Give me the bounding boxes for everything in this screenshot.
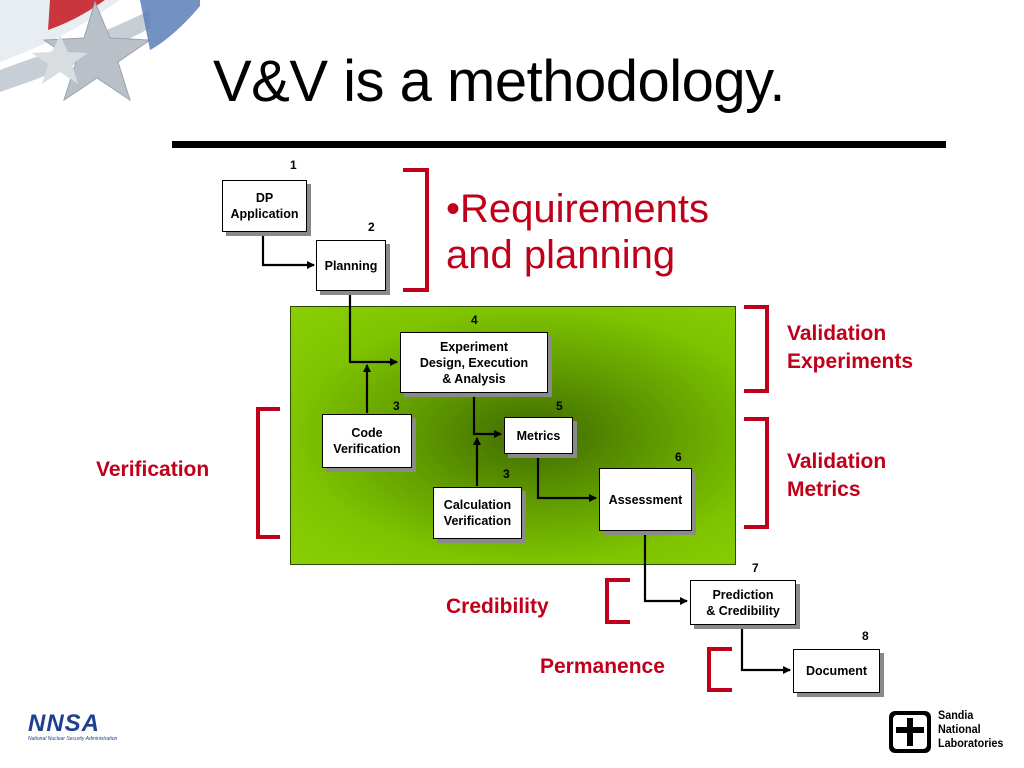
edge-metrics-assessment bbox=[536, 453, 597, 502]
node-label: Document bbox=[805, 664, 868, 678]
sandia-logo-text: Sandia National Laboratories bbox=[938, 708, 1004, 750]
node-label: Planning bbox=[324, 258, 378, 273]
verification-label: Verification bbox=[96, 458, 210, 481]
node-document: Document bbox=[793, 649, 880, 693]
bracket-verification bbox=[256, 407, 280, 539]
step-number: 1 bbox=[290, 158, 297, 172]
nnsa-logo: NNSA National Nuclear Security Administr… bbox=[28, 712, 140, 748]
sandia-logo: Sandia National Laboratories bbox=[888, 708, 1018, 758]
requirements-label: •Requirements and planning bbox=[446, 187, 710, 277]
node-experiment: Experiment Design, Execution & Analysis bbox=[400, 332, 548, 393]
node-planning: Planning bbox=[316, 240, 386, 291]
bracket-credibility bbox=[605, 578, 630, 624]
step-number: 8 bbox=[862, 629, 869, 643]
step-number: 3 bbox=[503, 467, 510, 481]
sandia-thunderbird-icon bbox=[889, 711, 931, 753]
node-label: DP Application bbox=[230, 191, 299, 221]
node-label: Assessment bbox=[608, 492, 683, 507]
validation-experiments-label: Validation Experiments bbox=[787, 322, 914, 373]
edge-prediction-document bbox=[740, 624, 791, 674]
step-number: 2 bbox=[368, 220, 375, 234]
step-number: 3 bbox=[393, 399, 400, 413]
permanence-label: Permanence bbox=[540, 655, 665, 678]
step-number: 5 bbox=[556, 399, 563, 413]
edge-assessment-prediction bbox=[643, 530, 688, 605]
slide-title: V&V is a methodology. bbox=[213, 49, 785, 114]
node-label: Experiment Design, Execution & Analysis bbox=[419, 339, 529, 386]
node-metrics: Metrics bbox=[504, 417, 573, 454]
step-number: 4 bbox=[471, 313, 478, 327]
edge-experiment-metrics bbox=[472, 392, 502, 438]
step-number: 6 bbox=[675, 450, 682, 464]
nnsa-logo-text: NNSA bbox=[28, 710, 101, 737]
node-label: Prediction & Credibility bbox=[706, 587, 780, 618]
node-assessment: Assessment bbox=[599, 468, 692, 531]
edge-dp-planning bbox=[261, 231, 315, 269]
flag-star-decoration bbox=[0, 0, 200, 102]
node-label: Calculation Verification bbox=[443, 498, 512, 528]
bracket-validation-experiments bbox=[744, 305, 769, 393]
validation-metrics-label: Validation Metrics bbox=[787, 450, 887, 501]
node-prediction: Prediction & Credibility bbox=[690, 580, 796, 625]
node-label: Metrics bbox=[516, 428, 561, 443]
node-calculation-verification: Calculation Verification bbox=[433, 487, 522, 539]
credibility-label: Credibility bbox=[446, 595, 549, 618]
node-dp-application: DP Application bbox=[222, 180, 307, 232]
title-underline bbox=[172, 141, 946, 148]
nnsa-logo-subtitle: National Nuclear Security Administration bbox=[28, 736, 118, 742]
node-label: Code Verification bbox=[333, 426, 401, 456]
edge-planning-experiment bbox=[348, 290, 398, 366]
bracket-requirements bbox=[403, 168, 429, 292]
step-number: 7 bbox=[752, 561, 759, 575]
bracket-validation-metrics bbox=[744, 417, 769, 529]
node-code-verification: Code Verification bbox=[322, 414, 412, 468]
bracket-permanence bbox=[707, 647, 732, 692]
